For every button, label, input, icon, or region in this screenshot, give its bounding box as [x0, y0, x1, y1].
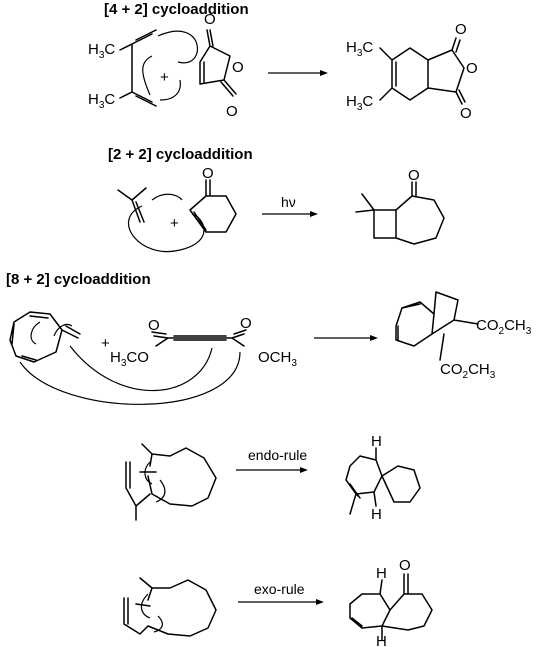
endo-triene	[125, 443, 217, 521]
curly-arrow-12	[140, 593, 151, 619]
exo-product-oxygen: O	[399, 557, 411, 574]
curly-arrow-13	[153, 615, 163, 633]
exo-h-bottom: H	[376, 633, 387, 647]
plus-2-2: +	[170, 215, 179, 232]
enone-oxygen: O	[202, 165, 214, 182]
product-2-2-oxygen: O	[408, 167, 420, 184]
title-2-2: [2 + 2] cycloaddition	[108, 146, 253, 163]
condition-hv: hν	[281, 194, 296, 210]
exo-triene	[123, 577, 217, 637]
curly-arrow-10	[144, 461, 153, 485]
endo-h-top: H	[371, 433, 382, 450]
exo-rule-label: exo-rule	[254, 581, 305, 597]
cyclohexenone: O	[189, 165, 237, 233]
product-o-bottom: O	[460, 105, 472, 122]
ester-product-2: CO2CH3	[440, 361, 496, 381]
product-methyl-top: H3C	[346, 39, 373, 59]
reaction-2-2: [2 + 2] cycloaddition + O hν O	[108, 146, 445, 253]
diene-methyl-top: H3C	[88, 41, 115, 61]
endo-rule-label: endo-rule	[248, 447, 307, 463]
plus-4-2: +	[160, 69, 169, 86]
reaction-endo: endo-rule H H	[125, 433, 421, 523]
product-2-2: O	[355, 167, 445, 245]
reaction-exo: exo-rule O H H	[123, 557, 433, 647]
isobutylene	[117, 187, 147, 223]
ester-right-o: O	[240, 315, 252, 332]
reaction-4-2: [4 + 2] cycloaddition H3C H3C + O O O H3…	[88, 1, 478, 122]
ester-left: H3CO	[110, 349, 149, 369]
diene-2-3-dimethylbutadiene: H3C H3C	[88, 29, 157, 111]
ester-right: OCH3	[258, 349, 297, 369]
maleic-anhydride: O O O	[199, 11, 244, 120]
curly-arrow-8	[69, 345, 213, 392]
plus-8-2: +	[101, 335, 110, 352]
exo-h-top: H	[376, 565, 387, 582]
ester-product-1: CO2CH3	[476, 317, 532, 337]
reaction-8-2: [8 + 2] cycloaddition + H3CO O O OCH3 CO…	[6, 271, 532, 405]
product-8-2: CO2CH3 CO2CH3	[395, 291, 532, 381]
curly-arrow-1	[157, 30, 199, 64]
product-methyl-bottom: H3C	[346, 93, 373, 113]
ester-left-o: O	[148, 317, 160, 334]
dimethyl-acetylenedicarboxylate: H3CO O O OCH3	[110, 315, 297, 369]
curly-arrow-2	[142, 55, 153, 96]
anhydride-o-bottom: O	[226, 103, 238, 120]
anhydride-o-top: O	[204, 11, 216, 28]
diene-methyl-bottom: H3C	[88, 91, 115, 111]
title-4-2: [4 + 2] cycloaddition	[104, 1, 249, 18]
product-o-ring: O	[466, 60, 478, 77]
curly-arrow-7	[53, 323, 73, 337]
exo-product: O H H	[349, 557, 433, 647]
title-8-2: [8 + 2] cycloaddition	[6, 271, 151, 288]
endo-h-bottom: H	[371, 506, 382, 523]
curly-arrow-6	[30, 321, 41, 345]
curly-arrow-11	[155, 479, 166, 503]
curly-arrow-3	[159, 79, 181, 101]
heptafulvene	[9, 311, 81, 363]
endo-product: H H	[345, 433, 421, 523]
product-4-2: H3C H3C O O O	[346, 21, 478, 122]
curly-arrow-9	[19, 351, 241, 405]
anhydride-o-ring: O	[232, 59, 244, 76]
curly-arrow-5	[151, 193, 183, 201]
product-o-top: O	[455, 21, 467, 38]
